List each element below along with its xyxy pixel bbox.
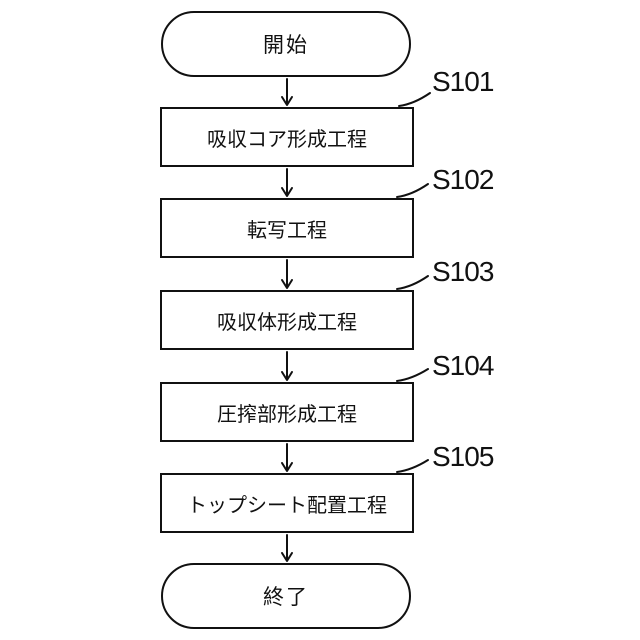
step-box-s101: 吸収コア形成工程 bbox=[160, 107, 414, 167]
terminal-end-label: 終了 bbox=[263, 586, 309, 609]
leader-line-s103 bbox=[396, 275, 429, 290]
step-tag-s103: S103 bbox=[432, 256, 494, 287]
step-box-s104: 圧搾部形成工程 bbox=[160, 382, 414, 442]
leader-line-s105 bbox=[396, 459, 429, 473]
step-label-s102: 転写工程 bbox=[247, 219, 327, 242]
step-box-s105: トップシート配置工程 bbox=[160, 473, 414, 533]
flow-arrow-s101-to-s102 bbox=[281, 168, 293, 197]
step-tag-s104: S104 bbox=[432, 350, 494, 381]
step-box-s102: 転写工程 bbox=[160, 198, 414, 258]
arrow-head-icon bbox=[281, 552, 293, 562]
terminal-end: 終了 bbox=[161, 563, 411, 629]
leader-line-s102 bbox=[396, 183, 429, 198]
flow-arrow-s102-to-s103 bbox=[281, 259, 293, 289]
arrow-head-icon bbox=[281, 187, 293, 197]
step-tag-s105: S105 bbox=[432, 441, 494, 472]
step-label-s105: トップシート配置工程 bbox=[187, 494, 387, 517]
leader-line-s101 bbox=[398, 92, 431, 107]
step-tag-s101: S101 bbox=[432, 66, 494, 97]
leader-line-s104 bbox=[396, 368, 429, 382]
flow-arrow-s105-to-end bbox=[281, 534, 293, 562]
terminal-start: 開始 bbox=[161, 11, 411, 77]
step-label-s104: 圧搾部形成工程 bbox=[217, 403, 357, 426]
step-tag-s102: S102 bbox=[432, 164, 494, 195]
step-label-s101: 吸収コア形成工程 bbox=[207, 128, 367, 151]
arrow-head-icon bbox=[281, 96, 293, 106]
arrow-head-icon bbox=[281, 279, 293, 289]
arrow-head-icon bbox=[281, 371, 293, 381]
arrow-head-icon bbox=[281, 462, 293, 472]
terminal-start-label: 開始 bbox=[263, 34, 309, 57]
flow-arrow-s103-to-s104 bbox=[281, 351, 293, 381]
flow-arrow-s104-to-s105 bbox=[281, 443, 293, 472]
step-label-s103: 吸収体形成工程 bbox=[217, 311, 357, 334]
step-box-s103: 吸収体形成工程 bbox=[160, 290, 414, 350]
flow-arrow-start-to-s101 bbox=[281, 78, 293, 106]
